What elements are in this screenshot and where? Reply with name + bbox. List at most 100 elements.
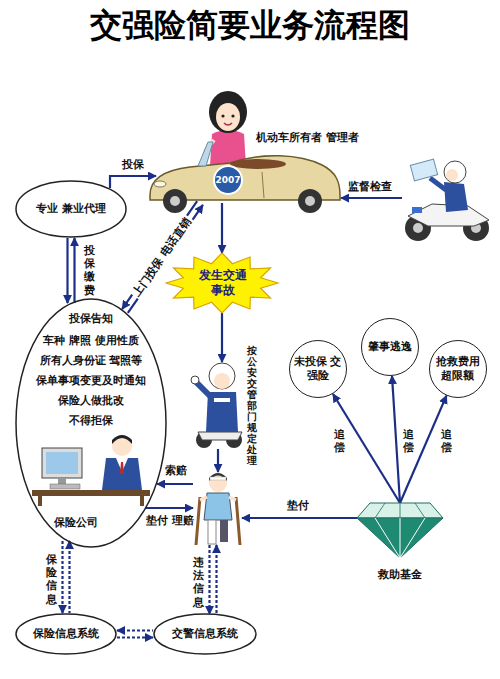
car-illustration (216, 103, 240, 131)
connector (400, 396, 447, 503)
connector-line (217, 449, 219, 472)
ellipse-outline (154, 614, 256, 654)
edge-label: 保险信息 (46, 553, 57, 606)
agent-ellipse: 专业 兼业代理 (15, 180, 127, 238)
car-illustration (154, 181, 166, 187)
motorcycle-police (444, 182, 468, 212)
connector (63, 541, 70, 613)
recourse-circle: 未投保 交强险 (289, 340, 347, 398)
edge-label: 追偿 (441, 428, 452, 454)
injured-figure (204, 493, 232, 520)
connector (68, 238, 75, 303)
office-figure (38, 496, 42, 506)
office-figure (120, 462, 124, 474)
car-illustration (209, 91, 247, 133)
office-figure (102, 458, 142, 490)
motorcycle-police (413, 223, 423, 233)
edge-label: 投保 (122, 158, 144, 171)
injured-figure (200, 497, 207, 500)
traffic-police-figure (206, 392, 238, 432)
traffic-police-figure (214, 373, 230, 389)
connector-line (400, 396, 447, 503)
connector-line (66, 238, 68, 303)
connector-line (392, 376, 400, 503)
node-text: 抢救费用 超限额 (434, 355, 482, 383)
injured-figure (209, 473, 227, 481)
connector (333, 394, 400, 503)
gem-crown (357, 503, 443, 518)
connector-line (110, 176, 156, 188)
motorcycle-police (446, 169, 458, 181)
office-figure (140, 496, 144, 506)
connector (222, 313, 223, 362)
edge-label: 追偿 (403, 428, 414, 454)
car-illustration (198, 142, 213, 166)
node-text: 保单事项变更及时通知 (21, 374, 161, 388)
car-illustration (163, 189, 187, 213)
motorcycle-police (412, 207, 422, 213)
node-text: 投保告知 (21, 312, 161, 326)
motorcycle-police (444, 161, 466, 183)
traffic-police-figure (196, 382, 210, 396)
car-illustration (298, 189, 322, 213)
vehicle-owner: 机动车所有者 管理者 (145, 85, 365, 220)
car-illustration (262, 172, 264, 198)
edge-label: 垫付 (287, 499, 309, 512)
gem-body (357, 518, 443, 558)
car-illustration (224, 123, 232, 125)
office-figure (112, 436, 132, 456)
node-text: 机动车所有者 管理者 (256, 131, 366, 145)
connector-line (61, 541, 63, 613)
injured-figure (229, 497, 236, 500)
motorcycle-police (430, 178, 446, 190)
edge-label: 索赔 (165, 464, 187, 477)
connector-line (221, 313, 223, 362)
office-figure (32, 435, 150, 506)
injured-figure (220, 520, 228, 542)
info-system: 保险信息系统 (15, 613, 117, 655)
injured-figure (209, 474, 227, 492)
injured-figure (210, 477, 226, 480)
motorcycle-police (405, 159, 489, 241)
node-text: 保险人做批改 (21, 394, 161, 408)
insurer-ellipse: 投保告知车种 牌照 使用性质所有人身份证 驾照等保单事项变更及时通知保险人做批改… (15, 298, 167, 548)
office-figure (112, 435, 132, 444)
gem-facet (375, 503, 425, 518)
office-figure (46, 452, 78, 474)
connector-line (242, 517, 357, 519)
connector-line (68, 541, 70, 613)
motorcycle-police (410, 159, 437, 181)
connector (218, 449, 219, 472)
injured-party (188, 470, 243, 545)
relief-fund: 救助基金 (355, 500, 445, 590)
traffic-police-figure (214, 398, 230, 402)
car-illustration (221, 114, 224, 117)
gem-facet (375, 518, 425, 558)
patrol-police (398, 150, 493, 245)
ellipse-outline (16, 299, 166, 547)
car-illustration (150, 91, 340, 213)
connector-line (221, 203, 223, 253)
node-text: 专业 兼业代理 (19, 202, 123, 216)
office-figure (32, 490, 150, 496)
burst-outline (166, 253, 278, 313)
node-text: 肇事逃逸 (366, 340, 414, 354)
car-illustration (230, 159, 286, 169)
traffic-police-figure (191, 376, 199, 384)
connector-line (73, 238, 75, 303)
connector (242, 518, 357, 519)
edge-label: 投保 缴费 (84, 244, 95, 297)
edge-label: 违法信息 (193, 556, 204, 609)
badge-label: 2007 (215, 175, 240, 186)
connector-line (208, 545, 210, 614)
edge-label: 监督检查 (348, 180, 392, 193)
recourse-circle: 肇事逃逸 (361, 318, 419, 376)
connector (210, 545, 217, 614)
connector (341, 198, 402, 199)
traffic-police: 按公安交管部门规定处理 (183, 345, 263, 468)
node-text: 救助基金 (355, 568, 445, 582)
traffic-police-figure (198, 432, 242, 440)
car-illustration (214, 166, 242, 194)
accident-burst: 发生交通事故 (165, 252, 280, 314)
